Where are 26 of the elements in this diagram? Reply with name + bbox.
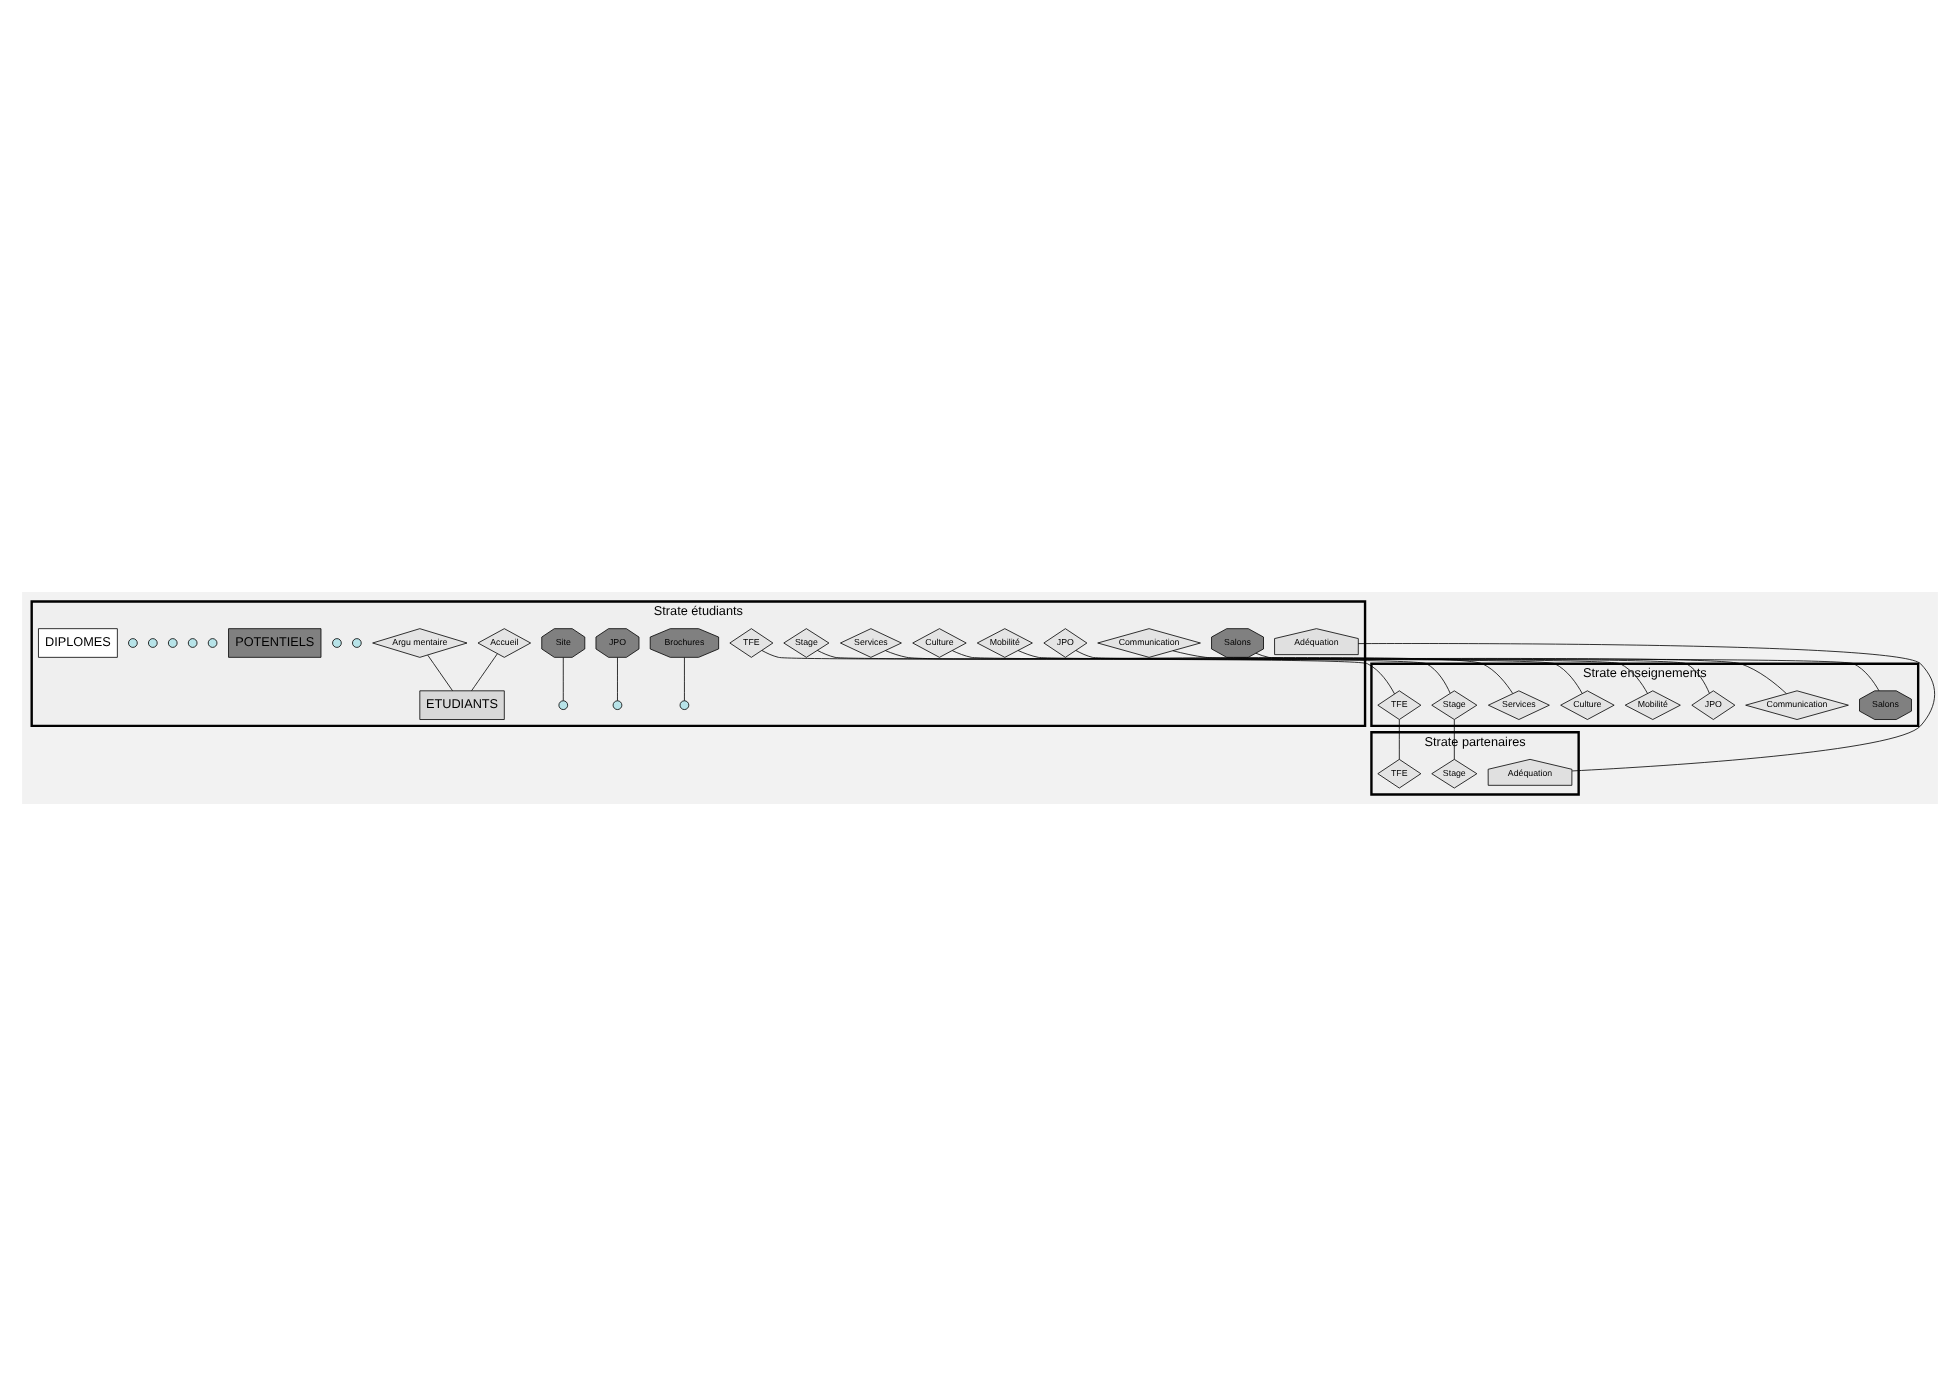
node-circle [207, 637, 218, 647]
connector [617, 656, 618, 701]
node-circle [148, 637, 158, 647]
connector [1357, 642, 1936, 771]
connector [1017, 649, 1648, 693]
connector [761, 649, 1395, 694]
node-circle [187, 637, 198, 647]
connector [1075, 649, 1710, 693]
connector [1255, 651, 1880, 691]
connector [562, 656, 564, 701]
connector [1172, 649, 1787, 694]
node-circle [352, 637, 362, 647]
node-circle [558, 699, 569, 709]
node-circle [679, 699, 690, 709]
node-circle [332, 637, 342, 647]
node-circle [612, 699, 623, 709]
connector [1453, 718, 1455, 759]
node-circle [167, 637, 178, 647]
connector [885, 649, 1514, 693]
connector [952, 649, 1583, 693]
node-circle [128, 637, 138, 647]
connector [471, 652, 498, 691]
connector [1398, 718, 1400, 759]
connector [427, 653, 453, 691]
connector [817, 649, 1451, 693]
connector [684, 656, 685, 701]
